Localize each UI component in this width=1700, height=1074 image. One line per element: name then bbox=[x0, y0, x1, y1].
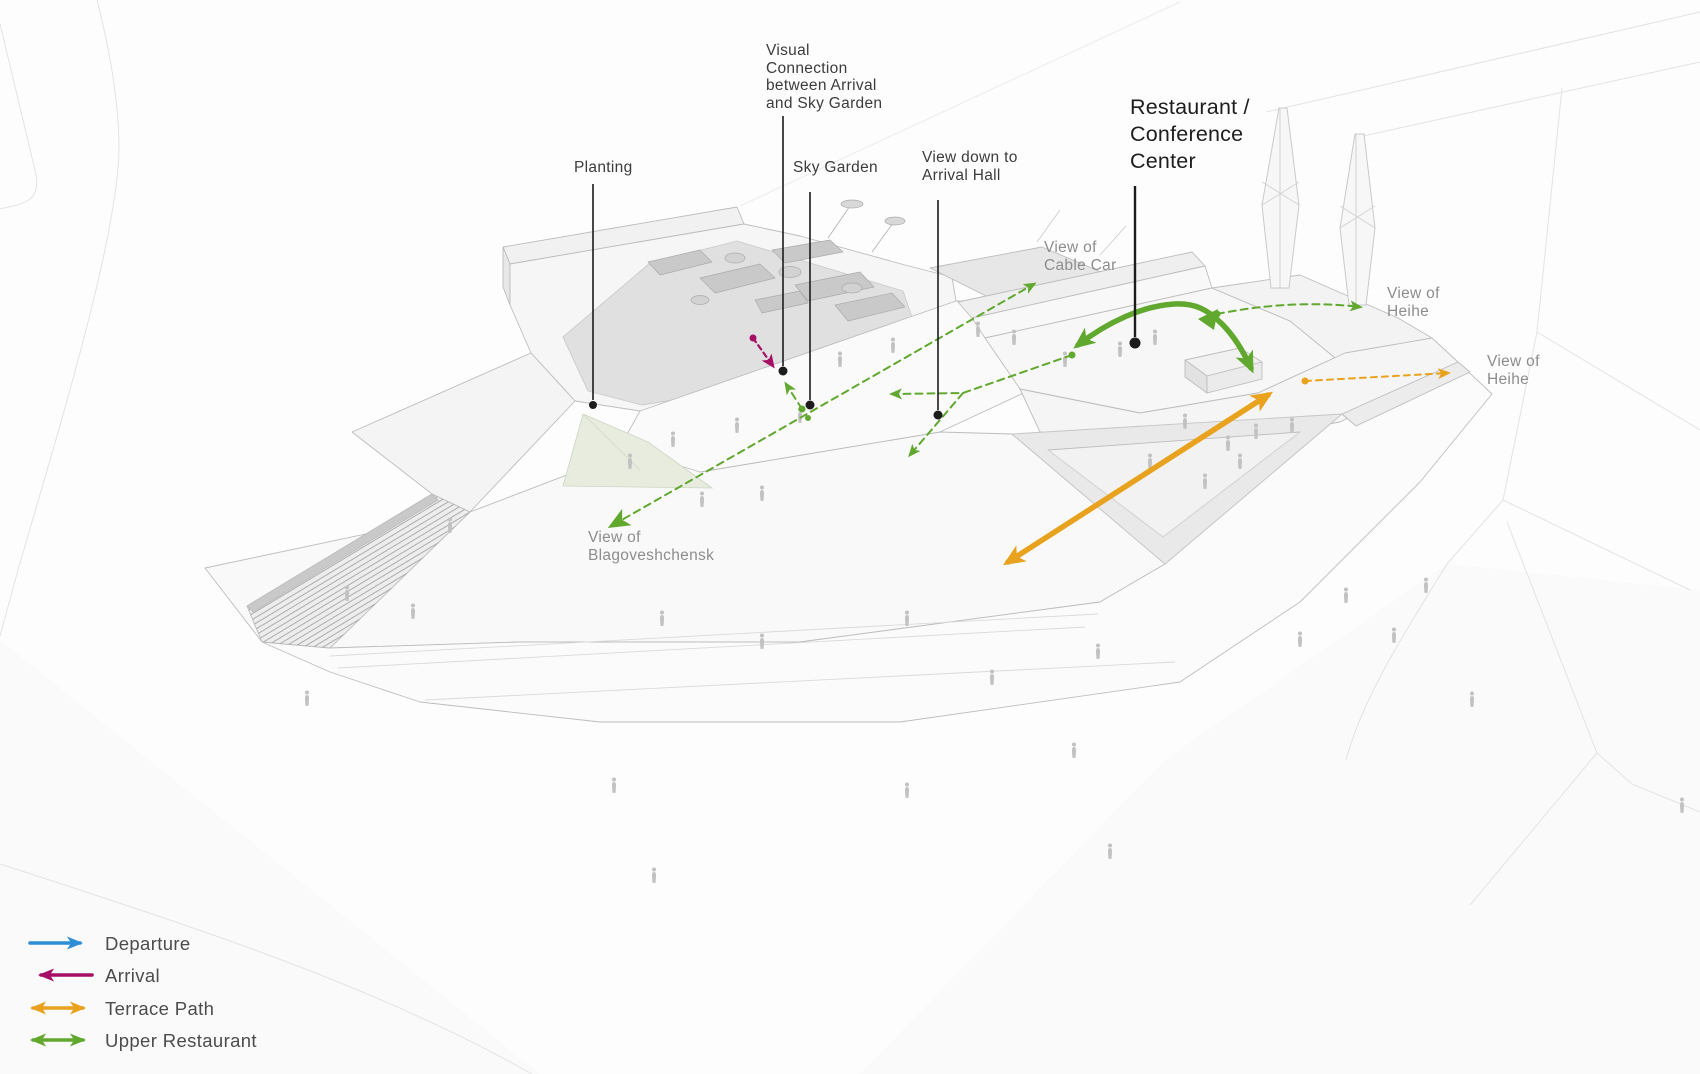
label-line: Visual bbox=[766, 42, 810, 59]
legend-label-arrival: Arrival bbox=[105, 965, 161, 986]
label-view-blagoveshchensk: View of Blagoveshchensk bbox=[588, 529, 714, 564]
facade-bands bbox=[329, 613, 1176, 701]
legend-arrows bbox=[28, 936, 94, 1047]
label-view-heihe-upper: View of Heihe bbox=[1387, 285, 1440, 320]
mid-arrowhead bbox=[1198, 309, 1218, 330]
label-line: Arrival Hall bbox=[922, 166, 1001, 184]
view-arrow-heihe-orange bbox=[1301, 368, 1451, 385]
terrace-path-arrow bbox=[1002, 391, 1274, 566]
label-line: View down to bbox=[922, 149, 1018, 166]
label-planting: Planting bbox=[574, 159, 633, 176]
label-sky-garden: Sky Garden bbox=[793, 159, 878, 176]
label-line: View of bbox=[1387, 285, 1440, 302]
legend-label-terrace-path: Terrace Path bbox=[105, 998, 215, 1019]
label-line: View of bbox=[1044, 239, 1097, 256]
cable-car-towers bbox=[1261, 107, 1376, 306]
view-line-blagoveshchensk-cablecar bbox=[607, 282, 1037, 528]
label-line: and Sky Garden bbox=[766, 94, 883, 112]
legend-label-upper-restaurant: Upper Restaurant bbox=[105, 1030, 257, 1051]
label-line: between Arrival bbox=[766, 77, 877, 94]
view-line-skygarden-up bbox=[784, 381, 803, 410]
leader-dot bbox=[1129, 337, 1141, 349]
label-line: Conference bbox=[1130, 122, 1244, 146]
grand-stair-edge bbox=[246, 493, 439, 613]
label-view-down-arrival: View down to Arrival Hall bbox=[922, 149, 1018, 184]
front-apron bbox=[261, 361, 1493, 723]
label-line: Blagoveshchensk bbox=[588, 546, 715, 564]
label-line: Connection bbox=[766, 59, 848, 77]
label-visual-connection: Visual Connection between Arrival and Sk… bbox=[766, 42, 882, 112]
west-slope bbox=[351, 352, 576, 513]
label-line: Restaurant / bbox=[1130, 95, 1250, 119]
cable-car-tower bbox=[1261, 107, 1300, 289]
label-line: View of bbox=[588, 529, 641, 546]
leader-dot bbox=[589, 401, 597, 409]
cable-car-tower bbox=[1339, 133, 1376, 306]
legend-label-departure: Departure bbox=[105, 933, 191, 954]
label-line: Cable Car bbox=[1044, 256, 1117, 274]
label-line: Heihe bbox=[1387, 302, 1430, 320]
upper-restaurant-path bbox=[1073, 301, 1254, 374]
arrival-arrow bbox=[749, 334, 775, 369]
label-view-cable-car: View of Cable Car bbox=[1044, 239, 1117, 274]
leader-dot bbox=[778, 366, 788, 376]
leader-lines bbox=[589, 116, 1141, 420]
label-line: View of bbox=[1487, 353, 1540, 370]
view-line-heihe-green bbox=[1216, 300, 1363, 315]
leader-dot bbox=[933, 410, 943, 420]
label-line: Center bbox=[1130, 149, 1196, 173]
label-restaurant-conference: Restaurant / Conference Center bbox=[1130, 94, 1250, 175]
label-view-heihe-lower: View of Heihe bbox=[1487, 353, 1540, 388]
grand-stair-treads bbox=[247, 494, 470, 648]
label-line: Heihe bbox=[1487, 370, 1530, 388]
leader-dot bbox=[805, 400, 815, 410]
view-line-down bbox=[908, 392, 964, 458]
